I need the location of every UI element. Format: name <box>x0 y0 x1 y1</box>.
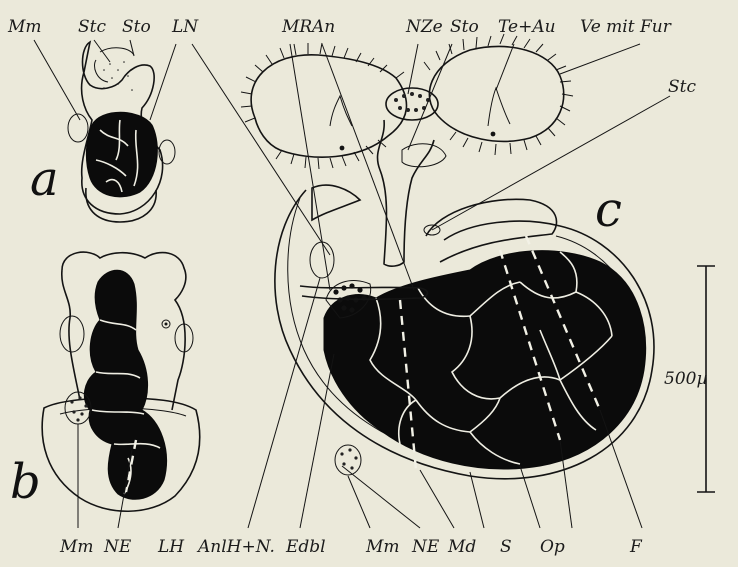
label-f: F <box>629 537 643 557</box>
label-lh: LH <box>157 537 185 557</box>
larva-c-tentacle-right <box>488 88 510 126</box>
panel-a-letter: a <box>30 151 59 207</box>
label-stc-c: Stc <box>668 77 696 97</box>
top-labels: Mm Stc Sto LN MR An NZe Sto Te+Au Ve mit… <box>7 17 696 97</box>
larva-a: a <box>30 42 175 222</box>
label-ve-mit-fur: Ve mit Fur <box>580 17 672 37</box>
larva-c: c <box>241 34 654 479</box>
larva-c-yolk-mass <box>324 251 646 469</box>
larva-a-mm-blob <box>68 114 88 142</box>
larva-a-yolk-mass <box>86 112 157 197</box>
larva-c-eye-left <box>340 146 345 151</box>
label-stc-top: Stc <box>78 17 106 37</box>
label-edbl: Edbl <box>285 537 326 557</box>
larva-b-left-blob <box>60 316 84 352</box>
larva-c-eye-right <box>491 132 496 137</box>
label-mm-top: Mm <box>7 17 42 37</box>
larva-b-yolk-mass <box>84 270 166 499</box>
larva-c-stomach <box>402 144 446 167</box>
larva-b-left-outline <box>62 270 80 400</box>
larva-a-velum-top <box>100 48 134 55</box>
panel-c-letter: c <box>595 182 622 238</box>
label-ne-b: NE <box>103 537 132 557</box>
larva-a-stipple <box>103 61 133 91</box>
label-sto-c: Sto <box>450 17 479 37</box>
larva-c-velum-left-lobe <box>251 55 406 157</box>
larva-c-lip <box>312 185 360 220</box>
larva-c-velum-right-lobe <box>429 46 563 141</box>
label-ne-c: NE <box>411 537 440 557</box>
bottom-labels: Mm NE LH AnlH+N. Edbl Mm NE Md S Op F <box>59 537 643 557</box>
scale-bar-label: 500µ <box>664 369 708 389</box>
label-te-au: Te+Au <box>498 17 556 37</box>
label-an: An <box>310 17 335 37</box>
larva-b: b <box>10 252 200 511</box>
label-nze: NZe <box>405 17 443 37</box>
scale-bar: 500µ <box>664 266 715 492</box>
label-mr: MR <box>281 17 312 37</box>
label-md: Md <box>447 537 476 557</box>
label-s: S <box>500 537 512 557</box>
label-mm-c: Mm <box>365 537 400 557</box>
larva-c-retractor-blob <box>310 242 334 278</box>
label-anlh: AnlH+N. <box>196 537 275 557</box>
label-sto-top: Sto <box>122 17 151 37</box>
larva-a-sto-outline <box>95 60 109 82</box>
panel-b-letter: b <box>10 454 41 510</box>
larva-b-statolith <box>165 323 168 326</box>
larva-c-tentacle-left <box>330 96 352 126</box>
label-mm-b: Mm <box>59 537 94 557</box>
larva-c-esophagus <box>378 120 434 266</box>
label-ln: LN <box>171 17 199 37</box>
label-op: Op <box>540 537 565 557</box>
